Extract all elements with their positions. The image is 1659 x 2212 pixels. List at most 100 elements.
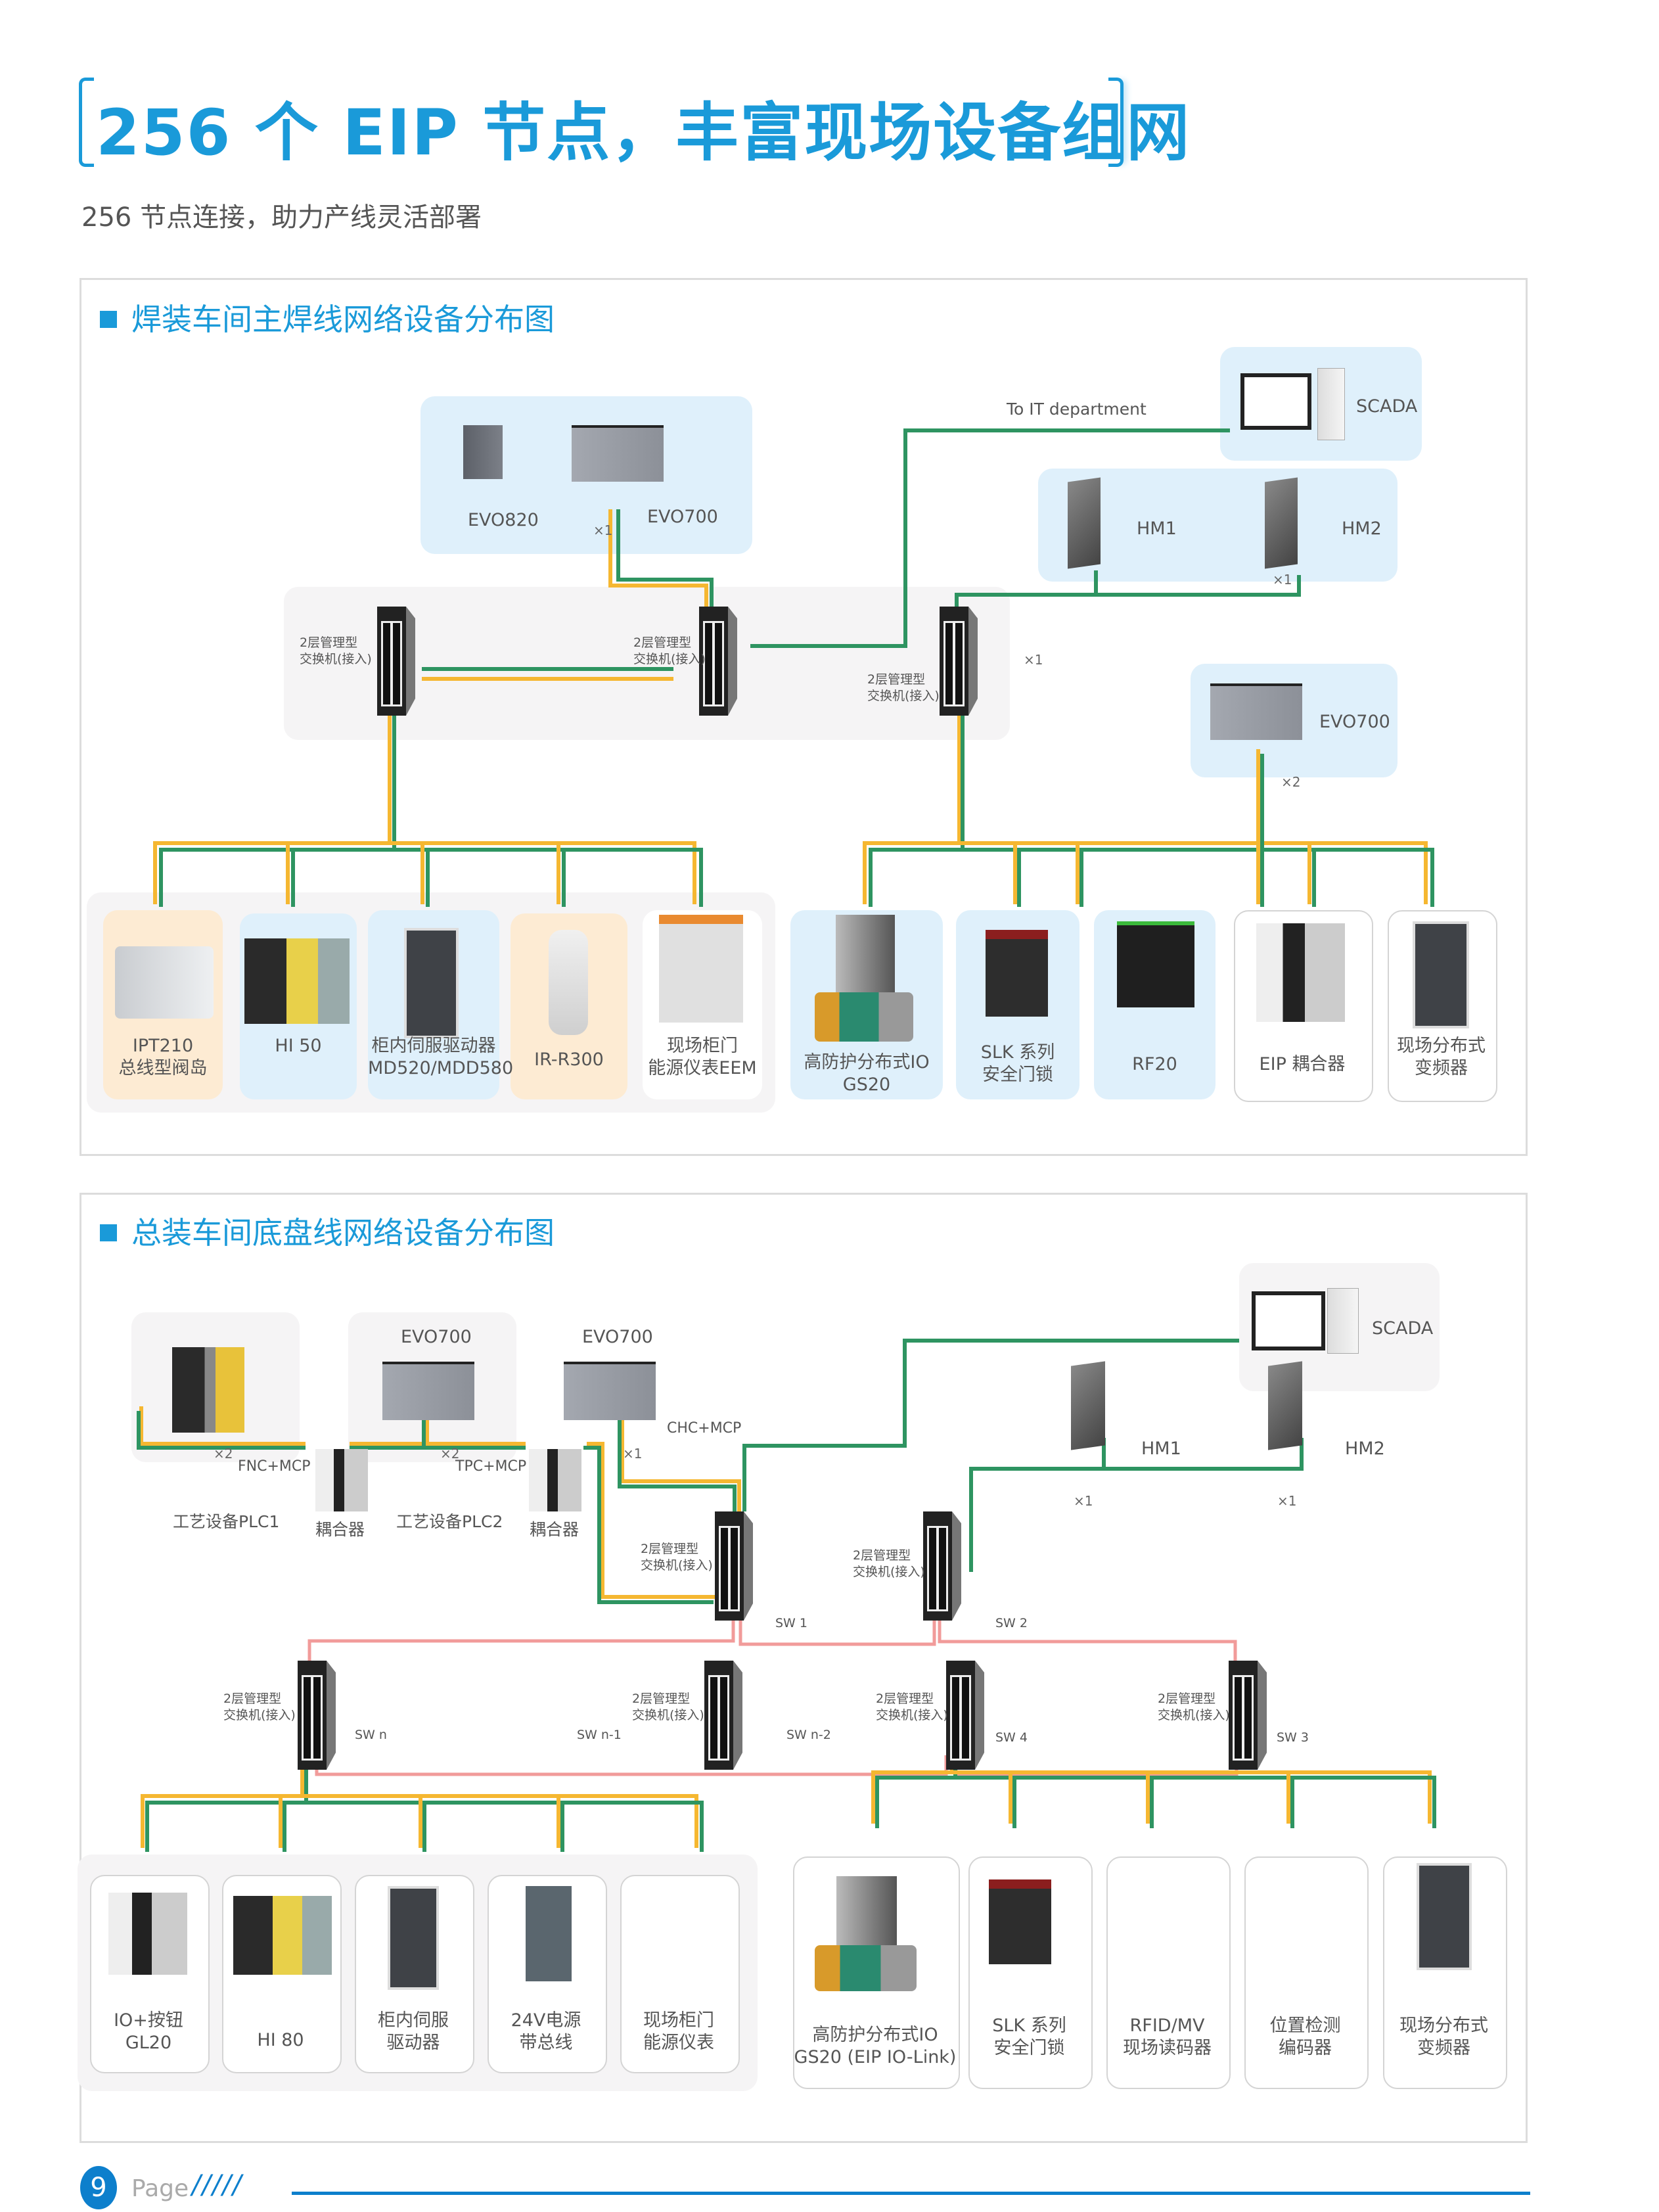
diagram2-title: 总装车间底盘线网络设备分布图 [100,1209,555,1253]
wire-d1-left-bus-orange [153,841,696,904]
power-supply-icon [526,1886,572,1981]
plc-module-icon [233,1896,332,1975]
title-bracket-right [1108,78,1124,167]
d2-plc1-label: 工艺设备PLC1 [173,1512,280,1531]
safety-lock-icon [986,930,1048,1017]
wire-d2-chc-green [618,1411,737,1511]
d2-swn2-label: SW n-2 [786,1728,831,1742]
d2-sw1-desc: 2层管理型交换机(接入) [641,1542,713,1573]
wire-d1-left-bus-green [159,848,703,907]
switch-icon [704,1661,742,1770]
wire-d2-chc-orange [620,1406,741,1511]
switch-icon [1229,1661,1267,1770]
wire-d2-coupler2-orange [587,1442,716,1599]
d1-hm2-multiplier: ×1 [1273,572,1292,588]
evo700-icon [382,1362,474,1420]
coupler-icon [529,1449,581,1511]
d2-right-device-label: 现场分布式变频器 [1399,2016,1488,2058]
d2-sw1-label: SW 1 [775,1616,807,1630]
d2-left-device-label: 柜内伺服驱动器 [378,2010,449,2053]
wire-d2-right-bus-orange [871,1770,1432,1824]
d2-sw4-desc: 2层管理型交换机(接入) [876,1692,948,1722]
d2-left-device-label: 现场柜门能源仪表 [643,2010,714,2053]
wire-d1-sw3-hmi [955,575,1301,614]
page-title: 256 个 EIP 节点，丰富现场设备组网 [96,96,1191,170]
wire-d2-plc2-green [350,1411,526,1450]
sensor-cluster-icon [815,992,913,1042]
d1-evo700-label: EVO700 [647,507,718,527]
hmi-panel-icon [1268,1361,1302,1450]
scada-monitor-icon [1240,373,1311,430]
d2-plc2-tag: TPC+MCP [455,1458,527,1475]
d2-sw4-label: SW 4 [995,1730,1028,1745]
inverter-icon [1417,1863,1472,1970]
wire-d2-plc1-orange [139,1406,195,1446]
energy-meter-icon [659,915,743,1023]
d1-evo700-multiplier: ×1 [593,522,613,538]
d2-left-device-label: HI 80 [257,2030,304,2050]
d2-swn1-label: SW n-1 [577,1728,622,1742]
d2-plc1-tag: FNC+MCP [238,1458,311,1475]
d1-left-device-label: 现场柜门能源仪表EEM [648,1036,757,1078]
d2-hm1-label: HM1 [1141,1439,1181,1459]
wire-d2-plc1-green [137,1411,195,1450]
d2-sw3-label: SW 3 [1277,1730,1309,1745]
d2-right-device-label: 位置检测编码器 [1269,2016,1341,2058]
switch-icon [298,1661,336,1770]
plc-module-icon [244,938,350,1024]
robot-arm-icon [549,930,588,1035]
servo-drive-icon [388,1886,439,1990]
d2-coupler2-label: 耦合器 [530,1520,580,1539]
page-subtitle: 256 节点连接，助力产线灵活部署 [81,202,482,233]
title-banner: 256 个 EIP 节点，丰富现场设备组网 [79,78,1189,170]
d2-plc2-label: 工艺设备PLC2 [396,1512,503,1531]
valve-island-icon [115,946,214,1019]
safety-plc-icon [172,1347,244,1433]
d2-hm2-label: HM2 [1345,1439,1385,1459]
switch-icon [377,607,415,716]
evo820-icon [463,425,503,479]
distributed-io-icon [836,1876,897,1952]
switch-icon [923,1511,961,1621]
switch-icon [940,607,978,716]
d1-switch2-label: 2层管理型交换机(接入) [633,635,706,666]
d2-sw2-desc: 2层管理型交换机(接入) [853,1548,925,1579]
to-it-department-label: To IT department [1007,400,1147,419]
coupler-icon [315,1449,368,1511]
switch-icon [699,607,737,716]
wire-ring-b [739,1621,936,1646]
slash-decoration: ///// [192,2170,243,2200]
wire-d1-evo-sw2-green [616,509,714,614]
d2-swn2-desc: 2层管理型交换机(接入) [632,1692,704,1722]
d2-sw3-desc: 2层管理型交换机(接入) [1158,1692,1230,1722]
wire-d2-sw1-scada [742,1339,1239,1511]
d1-right-device-label: RF20 [1132,1054,1177,1074]
distributed-io-icon [836,915,895,997]
d2-plc1-multiplier: ×2 [214,1446,233,1462]
diagram2-title-text: 总装车间底盘线网络设备分布图 [131,1215,555,1251]
switch-icon [946,1661,984,1770]
d1-left-device-label: IR-R300 [534,1049,604,1070]
servo-drive-icon [404,928,459,1038]
hmi-panel-icon [1068,477,1101,569]
d2-swn-desc: 2层管理型交换机(接入) [223,1692,296,1722]
hmi-panel-icon [1265,477,1298,569]
sensor-cluster-icon [815,1945,917,1991]
d1-hm1-label: HM1 [1137,518,1177,539]
wire-d2-right-bus-green [875,1776,1436,1828]
d1-left-device-label: HI 50 [275,1036,322,1056]
wire-ring-d [315,1755,948,1776]
d1-evo700-right-multiplier: ×2 [1281,774,1301,790]
section-square-icon [100,310,117,328]
d1-switch1-label: 2层管理型交换机(接入) [300,635,372,666]
d2-evo700-chc-multiplier: ×1 [623,1446,643,1462]
d1-right-device-label: EIP 耦合器 [1259,1054,1346,1074]
d1-hm2-label: HM2 [1342,518,1382,539]
wire-d2-sw2-hmi [969,1438,1304,1572]
